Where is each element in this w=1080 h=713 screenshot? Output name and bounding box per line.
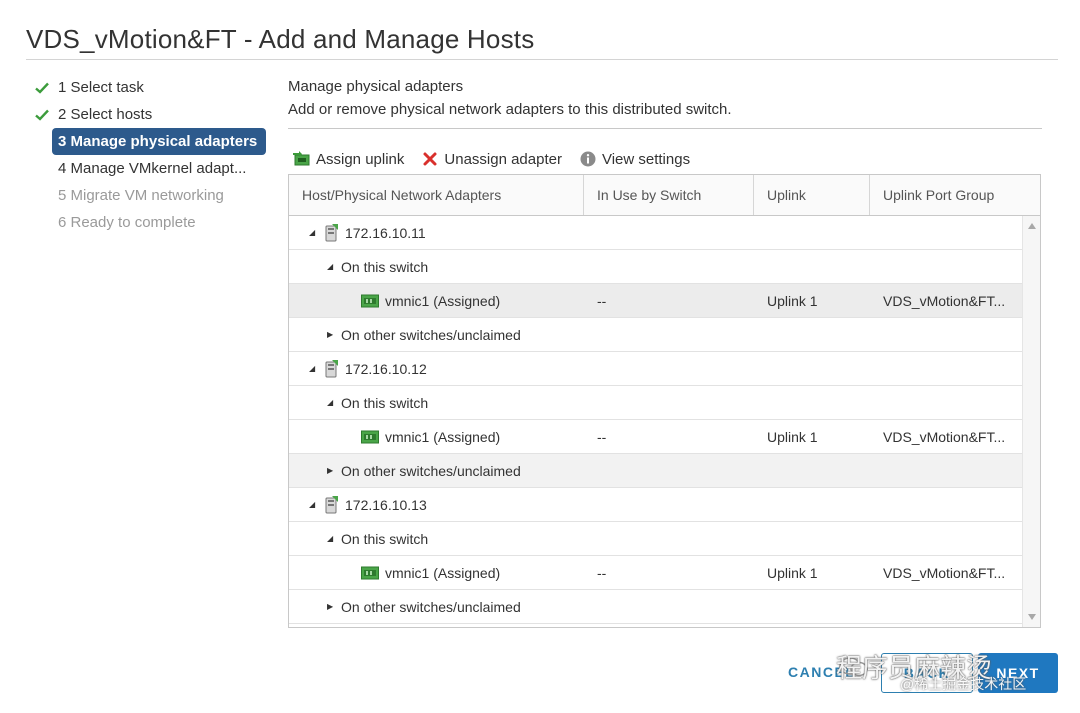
group-label: On this switch xyxy=(341,394,429,411)
nic-row[interactable]: vmnic1 (Assigned) -- Uplink 1 VDS_vMotio… xyxy=(289,284,1022,318)
step-migrate-vm-networking: 5 Migrate VM networking xyxy=(58,187,224,204)
adapters-grid: Host/Physical Network Adapters In Use by… xyxy=(288,174,1041,628)
unassign-adapter-button[interactable]: Unassign adapter xyxy=(422,151,562,168)
back-button[interactable]: BACK xyxy=(881,653,973,693)
network-adapter-icon xyxy=(361,294,379,307)
network-adapter-icon xyxy=(361,566,379,579)
network-adapter-icon xyxy=(361,430,379,443)
view-settings-button[interactable]: View settings xyxy=(580,151,690,168)
watermark-subtext: @稀土掘金技术社区 xyxy=(900,676,1027,692)
assign-uplink-label: Assign uplink xyxy=(316,150,405,168)
grid-body: ◢ 172.16.10.11 ◢ On this switch vmnic1 (… xyxy=(289,216,1022,627)
unassign-adapter-label: Unassign adapter xyxy=(444,150,562,168)
heading-divider xyxy=(288,128,1042,129)
group-label: On other switches/unclaimed xyxy=(341,598,521,615)
in-use-cell: -- xyxy=(597,292,607,309)
title-divider xyxy=(26,59,1058,60)
nic-label: vmnic1 (Assigned) xyxy=(385,564,501,581)
cancel-button[interactable]: CANCEL xyxy=(788,664,856,680)
collapse-triangle-icon[interactable]: ◢ xyxy=(327,398,334,407)
info-icon xyxy=(580,151,596,167)
group-label: On other switches/unclaimed xyxy=(341,326,521,343)
host-label: 172.16.10.11 xyxy=(345,224,426,241)
uplink-cell: Uplink 1 xyxy=(767,428,818,445)
assign-uplink-button[interactable]: Assign uplink xyxy=(292,151,404,168)
main-panel: Manage physical adapters Add or remove p… xyxy=(288,78,1042,628)
next-button[interactable]: NEXT xyxy=(978,653,1058,693)
step-select-hosts[interactable]: 2 Select hosts xyxy=(34,101,269,128)
column-header-in-use[interactable]: In Use by Switch xyxy=(584,175,754,215)
scroll-up-arrow-icon[interactable] xyxy=(1028,223,1036,229)
group-row[interactable]: ◢ On this switch xyxy=(289,250,1022,284)
collapse-triangle-icon[interactable]: ◢ xyxy=(309,500,316,509)
host-row[interactable]: ◢ 172.16.10.13 xyxy=(289,488,1022,522)
close-x-icon xyxy=(423,152,437,166)
column-header-port-group[interactable]: Uplink Port Group xyxy=(883,187,995,203)
collapse-triangle-icon[interactable]: ◢ xyxy=(327,262,334,271)
step-label: 2 Select hosts xyxy=(58,106,153,123)
port-group-cell: VDS_vMotion&FT... xyxy=(883,428,1006,445)
step-label: 1 Select task xyxy=(58,79,144,96)
scroll-down-arrow-icon[interactable] xyxy=(1028,614,1036,620)
step-manage-vmkernel-adapters[interactable]: 4 Manage VMkernel adapt... xyxy=(58,160,247,177)
group-label: On this switch xyxy=(341,530,429,547)
in-use-cell: -- xyxy=(597,428,607,445)
group-row[interactable]: ◢ On this switch xyxy=(289,522,1022,556)
port-group-cell: VDS_vMotion&FT... xyxy=(883,564,1006,581)
group-label: On this switch xyxy=(341,258,429,275)
step-ready-to-complete: 6 Ready to complete xyxy=(58,214,196,231)
host-row[interactable]: ◢ 172.16.10.12 xyxy=(289,352,1022,386)
grid-header: Host/Physical Network Adapters In Use by… xyxy=(289,175,1040,216)
collapse-triangle-icon[interactable]: ◢ xyxy=(327,534,334,543)
grid-scrollbar[interactable] xyxy=(1022,216,1040,627)
page-heading: Manage physical adapters xyxy=(288,78,464,95)
check-icon xyxy=(35,109,49,121)
toolbar: Assign uplink Unassign adapter View sett… xyxy=(292,147,1042,171)
nic-row[interactable]: vmnic1 (Assigned) -- Uplink 1 VDS_vMotio… xyxy=(289,420,1022,454)
wizard-steps: 1 Select task 2 Select hosts 3 Manage ph… xyxy=(34,74,269,236)
uplink-cell: Uplink 1 xyxy=(767,292,818,309)
expand-triangle-icon[interactable]: ▶ xyxy=(327,602,334,611)
expand-triangle-icon[interactable]: ▶ xyxy=(327,466,334,475)
in-use-cell: -- xyxy=(597,564,607,581)
host-server-icon xyxy=(325,223,338,241)
group-row[interactable]: ▶ On other switches/unclaimed xyxy=(289,454,1022,488)
uplink-cell: Uplink 1 xyxy=(767,564,818,581)
group-row[interactable]: ◢ On this switch xyxy=(289,386,1022,420)
step-select-task[interactable]: 1 Select task xyxy=(34,74,269,101)
group-label: On other switches/unclaimed xyxy=(341,462,521,479)
port-group-cell: VDS_vMotion&FT... xyxy=(883,292,1006,309)
host-server-icon xyxy=(325,495,338,513)
host-server-icon xyxy=(325,359,338,377)
page-description: Add or remove physical network adapters … xyxy=(288,101,732,118)
column-header-host-adapters[interactable]: Host/Physical Network Adapters xyxy=(289,175,584,215)
host-row[interactable]: ◢ 172.16.10.11 xyxy=(289,216,1022,250)
host-label: 172.16.10.13 xyxy=(345,496,427,513)
step-manage-physical-adapters[interactable]: 3 Manage physical adapters xyxy=(52,128,266,155)
host-label: 172.16.10.12 xyxy=(345,360,427,377)
watermark-text: 程序员麻辣烫 xyxy=(836,653,993,683)
nic-row[interactable]: vmnic1 (Assigned) -- Uplink 1 VDS_vMotio… xyxy=(289,556,1022,590)
assign-uplink-icon xyxy=(293,151,310,166)
group-row[interactable]: ▶ On other switches/unclaimed xyxy=(289,590,1022,624)
check-icon xyxy=(35,82,49,94)
wechat-logo-icon xyxy=(839,657,868,677)
window-title: VDS_vMotion&FT - Add and Manage Hosts xyxy=(26,24,535,54)
expand-triangle-icon[interactable]: ▶ xyxy=(327,330,334,339)
nic-label: vmnic1 (Assigned) xyxy=(385,292,501,309)
collapse-triangle-icon[interactable]: ◢ xyxy=(309,228,316,237)
column-header-uplink[interactable]: Uplink xyxy=(754,175,870,215)
collapse-triangle-icon[interactable]: ◢ xyxy=(309,364,316,373)
view-settings-label: View settings xyxy=(601,150,691,168)
group-row[interactable]: ▶ On other switches/unclaimed xyxy=(289,318,1022,352)
nic-label: vmnic1 (Assigned) xyxy=(385,428,501,445)
